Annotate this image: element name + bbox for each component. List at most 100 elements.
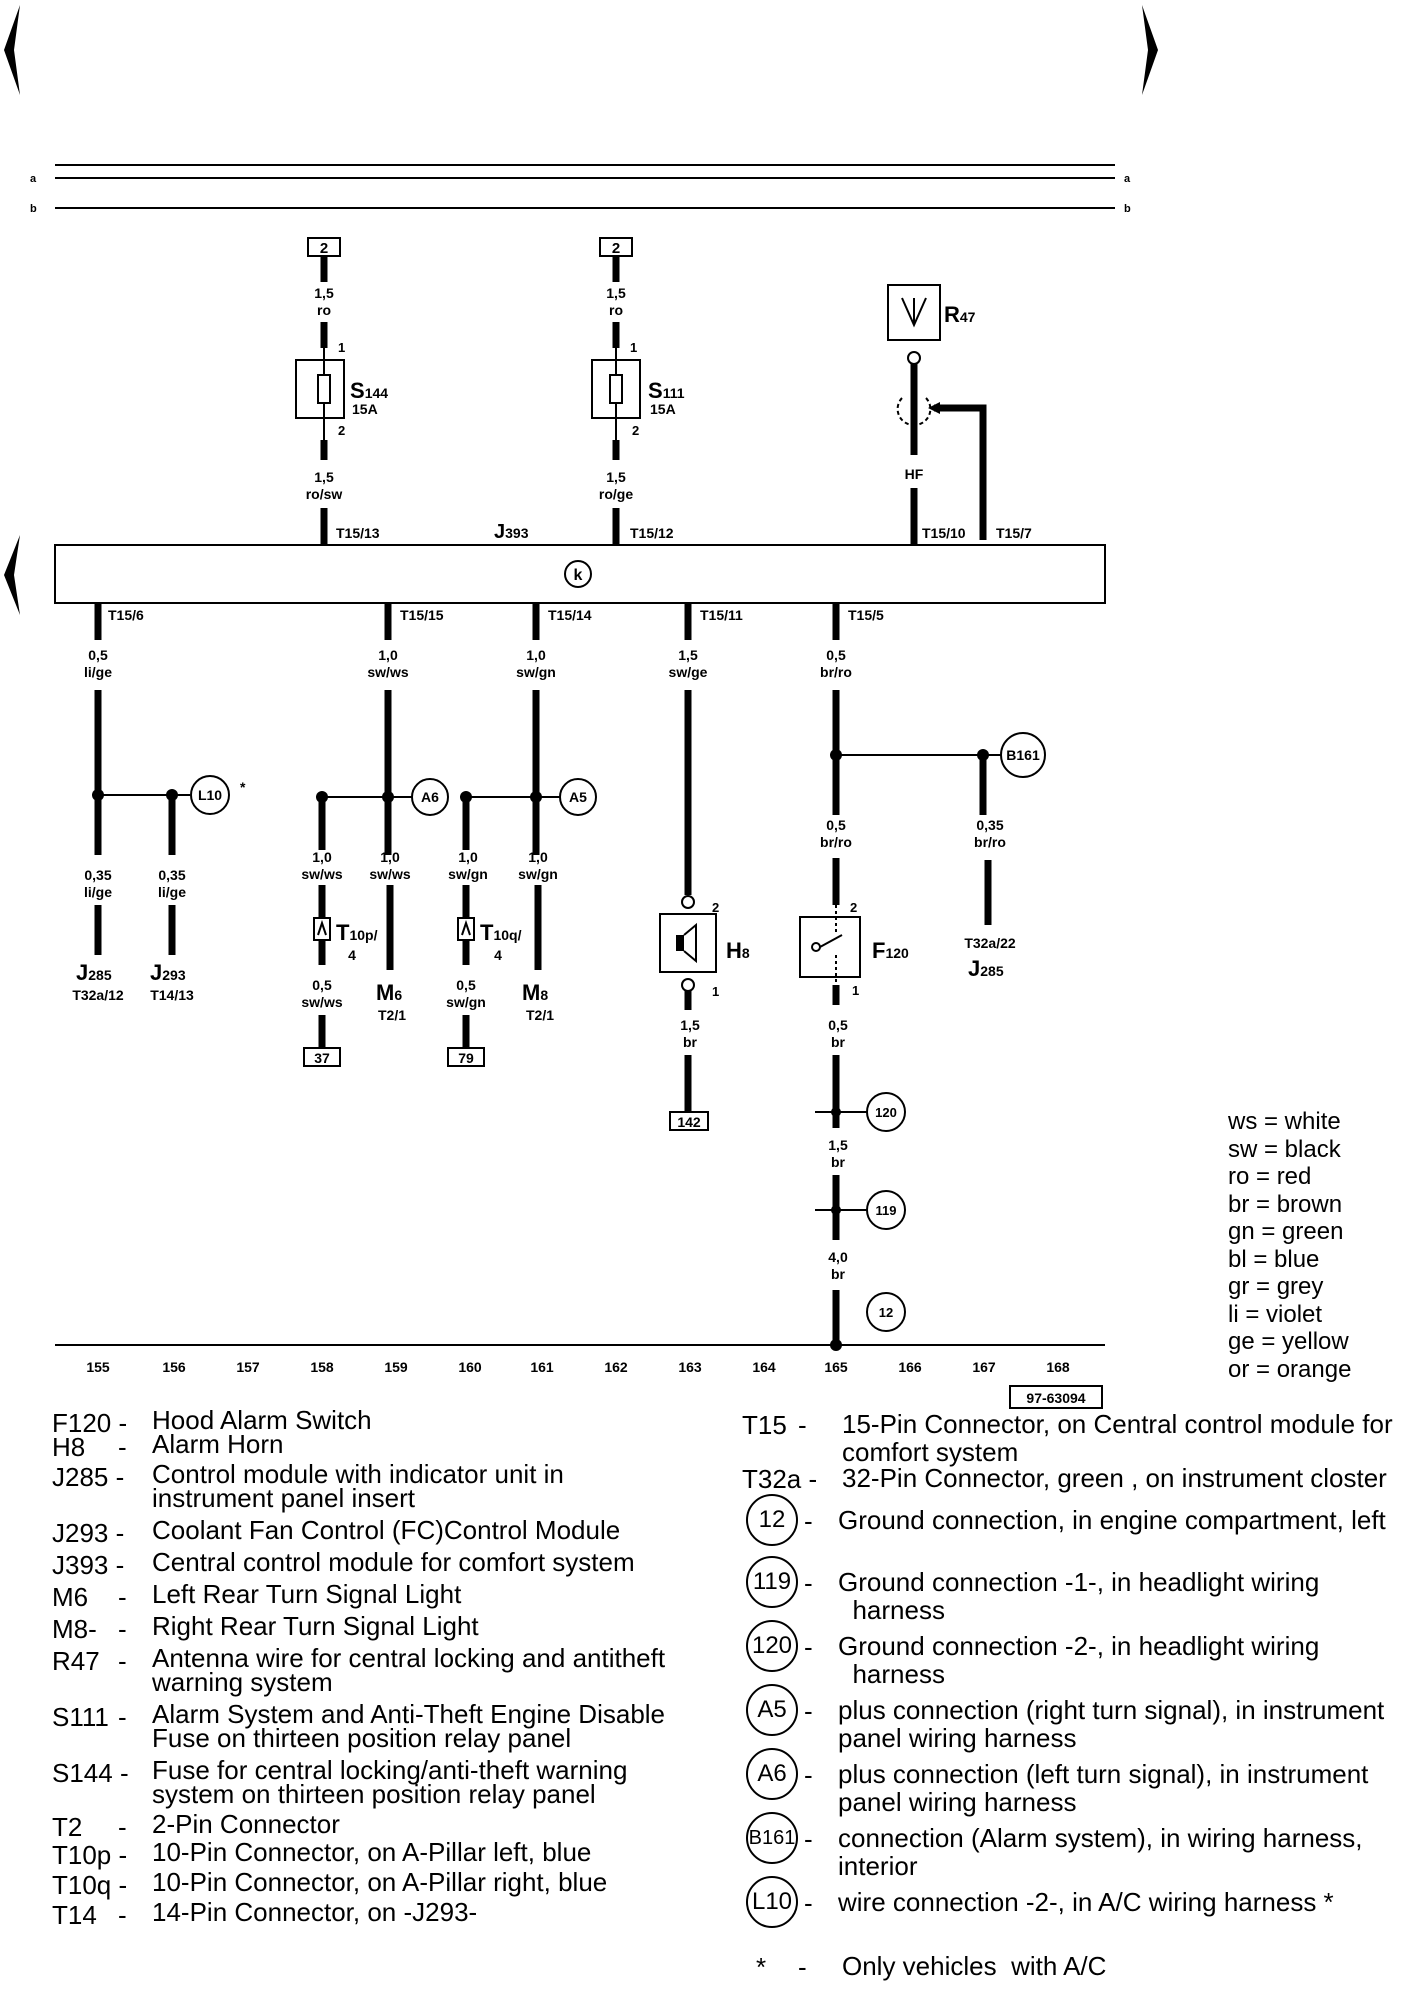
svg-text:119: 119 — [876, 1203, 897, 1218]
svg-text:0,5: 0,5 — [456, 977, 476, 993]
svg-text:1,5: 1,5 — [606, 469, 626, 485]
legend-desc: 10-Pin Connector, on A-Pillar left, blue — [152, 1837, 592, 1867]
svg-text:li/ge: li/ge — [84, 884, 112, 900]
svg-text:0,5: 0,5 — [828, 1017, 848, 1033]
svg-text:T15/12: T15/12 — [630, 525, 674, 541]
legend-connection-circle: B161 — [746, 1812, 798, 1864]
svg-text:li/ge: li/ge — [84, 664, 112, 680]
svg-text:br: br — [831, 1034, 846, 1050]
legend-desc: Left Rear Turn Signal Light — [152, 1579, 462, 1609]
legend-desc: Central control module for comfort syste… — [152, 1547, 635, 1577]
svg-text:1,5: 1,5 — [314, 285, 334, 301]
legend-desc: plus connection (right turn signal), in … — [838, 1695, 1385, 1753]
legend-desc: 10-Pin Connector, on A-Pillar right, blu… — [152, 1867, 608, 1897]
svg-text:1,5: 1,5 — [828, 1137, 848, 1153]
color-key-entry: gr = grey — [1228, 1273, 1324, 1300]
svg-text:2: 2 — [612, 240, 620, 257]
legend-desc: 14-Pin Connector, on -J293- — [152, 1897, 478, 1927]
legend-dash: - — [118, 1582, 127, 1612]
svg-text:1,5: 1,5 — [678, 647, 698, 663]
svg-text:0,5: 0,5 — [88, 647, 108, 663]
feed-s111: 2 1,5 ro 1 S111 15A 2 1,5 ro/ge T15/12 — [591, 237, 685, 545]
svg-text:ro/sw: ro/sw — [306, 486, 343, 502]
svg-text:1: 1 — [712, 984, 719, 999]
svg-text:T15/5: T15/5 — [848, 607, 884, 623]
svg-text:B161: B161 — [1006, 747, 1040, 763]
svg-text:0,35: 0,35 — [84, 867, 111, 883]
svg-text:sw/gn: sw/gn — [446, 994, 486, 1010]
legend-code: T32a - — [742, 1464, 818, 1494]
svg-text:37: 37 — [314, 1050, 330, 1066]
svg-text:A5: A5 — [569, 789, 587, 805]
next-page-arrow-icon[interactable] — [1142, 5, 1158, 95]
svg-text:A6: A6 — [421, 789, 439, 805]
svg-text:sw/ws: sw/ws — [367, 664, 408, 680]
svg-text:2: 2 — [712, 900, 719, 915]
svg-text:1: 1 — [338, 340, 345, 355]
color-key-entry: or = orange — [1228, 1355, 1352, 1383]
svg-text:1,0: 1,0 — [378, 647, 398, 663]
legend-code: J285 - — [52, 1462, 125, 1492]
legend-desc: plus connection (left turn signal), in i… — [838, 1759, 1369, 1817]
svg-text:br: br — [831, 1266, 846, 1282]
svg-text:k: k — [574, 567, 583, 584]
svg-text:br/ro: br/ro — [820, 834, 852, 850]
legend-desc: Alarm System and Anti-Theft Engine Disab… — [152, 1699, 666, 1753]
svg-text:2: 2 — [632, 423, 639, 438]
svg-text:4,0: 4,0 — [828, 1249, 848, 1265]
svg-text:167: 167 — [972, 1359, 996, 1375]
svg-text:sw/gn: sw/gn — [518, 866, 558, 882]
svg-text:L10: L10 — [198, 787, 222, 803]
antenna-r47: R47 HF T15/10 T15/7 — [887, 284, 1032, 545]
legend-dash: - — [804, 1760, 813, 1790]
svg-text:79: 79 — [458, 1050, 474, 1066]
legend-connection-circle: 119 — [746, 1556, 798, 1608]
legend-code: H8 — [52, 1432, 86, 1462]
legend-dash: - — [804, 1632, 813, 1662]
legend-code: S144 - — [52, 1758, 129, 1788]
legend-code: * — [756, 1952, 767, 1982]
legend-right: T15-15-Pin Connector, on Central control… — [742, 1410, 1408, 2000]
svg-text:1: 1 — [852, 983, 859, 998]
legend-dash: - — [804, 1696, 813, 1726]
svg-text:0,5: 0,5 — [826, 647, 846, 663]
module-j393: J393 k — [54, 521, 1106, 604]
legend-desc: Only vehicles with A/C — [842, 1951, 1107, 1981]
color-key-entry: gn = green — [1228, 1218, 1344, 1245]
continue-left-arrow-icon — [4, 535, 20, 615]
branch-a5: A5 1,0 sw/gn 1,0 sw/gn T10q/ 4 0,5 sw/gn… — [446, 690, 597, 1067]
svg-text:168: 168 — [1046, 1359, 1070, 1375]
feed-s144: 2 1,5 ro 1 S144 15A 2 1,5 ro/sw T15/13 — [295, 237, 388, 545]
bus-a-left-label: a — [30, 173, 37, 185]
legend-dash: - — [118, 1646, 127, 1676]
legend-desc: Ground connection -2-, in headlight wiri… — [838, 1631, 1320, 1689]
svg-text:ro: ro — [609, 302, 623, 318]
color-key-entry: sw = black — [1228, 1135, 1341, 1163]
legend-desc: Antenna wire for central locking and ant… — [152, 1643, 666, 1697]
legend-dash: - — [118, 1702, 127, 1732]
legend-dash: - — [118, 1900, 127, 1930]
legend-desc: Right Rear Turn Signal Light — [152, 1611, 479, 1641]
svg-text:br: br — [683, 1034, 698, 1050]
svg-text:120: 120 — [875, 1105, 897, 1120]
legend-code: F120 - — [52, 1408, 128, 1438]
prev-page-arrow-icon[interactable] — [4, 5, 20, 95]
svg-text:HF: HF — [905, 466, 924, 482]
legend-code: J293 - — [52, 1518, 125, 1548]
svg-text:1,0: 1,0 — [380, 849, 400, 865]
svg-text:159: 159 — [384, 1359, 408, 1375]
branch-l10: L10 * 0,35 li/ge 0,35 li/ge J285 T32a/12… — [72, 690, 246, 1003]
svg-text:4: 4 — [494, 947, 502, 963]
svg-text:br: br — [831, 1154, 846, 1170]
svg-text:1,0: 1,0 — [528, 849, 548, 865]
legend-code: T2 — [52, 1812, 83, 1842]
bottom-connectors: T15/6 T15/15 T15/14 T15/11 T15/5 0,5 li/… — [84, 603, 884, 680]
legend-code: M6 — [52, 1582, 89, 1612]
svg-text:15A: 15A — [650, 401, 676, 417]
svg-text:J393: J393 — [494, 521, 529, 543]
svg-text:*: * — [240, 779, 246, 795]
svg-text:0,5: 0,5 — [312, 977, 332, 993]
svg-text:1,0: 1,0 — [312, 849, 332, 865]
svg-text:155: 155 — [86, 1359, 110, 1375]
